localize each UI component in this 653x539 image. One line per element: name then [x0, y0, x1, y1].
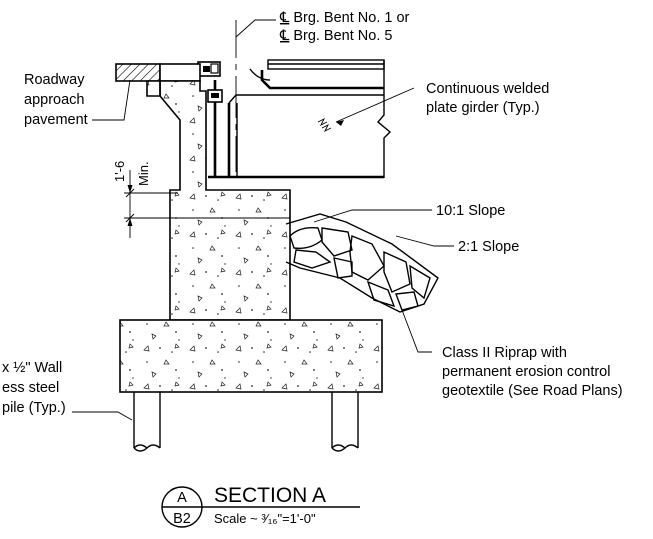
centerline-symbol-2: ℄ — [279, 28, 290, 44]
svg-text:℄Brg. Bent No. 1 or: ℄Brg. Bent No. 1 or — [279, 10, 410, 26]
leader-riprap — [401, 309, 432, 353]
slope-10-label: 10:1 Slope — [436, 203, 505, 219]
riprap-label-1: Class II Riprap with — [442, 345, 567, 361]
roadway-label-2: approach — [24, 92, 84, 108]
centerline-symbol-1: ℄ — [279, 10, 290, 26]
girder-label-1: Continuous welded — [426, 81, 549, 97]
bearing-label-2: Brg. Bent No. 5 — [293, 28, 392, 44]
riprap-label-2: permanent erosion control — [442, 364, 610, 380]
pile-label-3: pile (Typ.) — [2, 400, 66, 416]
section-scale: Scale ~ ³⁄₁₆"=1'-0" — [214, 511, 316, 526]
leader-roadway — [92, 79, 131, 121]
dimension-min: Min. — [136, 161, 151, 186]
plate-girder — [208, 59, 392, 179]
roadway-pavement — [115, 63, 201, 82]
dimension-1-6-min — [124, 170, 290, 238]
bearing-centerline — [235, 19, 276, 212]
section-title: SECTION A — [214, 484, 326, 507]
section-title-block: A B2 SECTION A Scale ~ ³⁄₁₆"=1'-0" — [161, 484, 360, 528]
leader-slope-2 — [395, 235, 454, 247]
roadway-label-1: Roadway — [24, 72, 85, 88]
steel-pile-right — [331, 392, 359, 452]
bearing-label-1: Brg. Bent No. 1 or — [293, 10, 409, 26]
slope-2-label: 2:1 Slope — [458, 239, 519, 255]
abutment-backwall — [146, 80, 291, 321]
pile-label-1: x ½" Wall — [2, 360, 62, 376]
dimension-value: 1'-6 — [112, 161, 127, 182]
leader-slope-10 — [313, 209, 432, 223]
section-letter: A — [177, 490, 187, 506]
steel-pile-left — [133, 392, 161, 452]
leader-girder — [335, 87, 415, 126]
riprap-label-3: geotextile (See Road Plans) — [442, 383, 623, 399]
footing — [119, 319, 383, 393]
riprap — [285, 213, 439, 313]
bearing-device — [197, 61, 223, 103]
pile-label-2: ess steel — [2, 380, 59, 396]
sheet-number: B2 — [173, 511, 191, 527]
roadway-label-3: pavement — [24, 112, 88, 128]
leader-pile — [72, 411, 133, 421]
svg-text:℄Brg. Bent No. 5: ℄Brg. Bent No. 5 — [279, 28, 392, 44]
girder-label-2: plate girder (Typ.) — [426, 100, 540, 116]
